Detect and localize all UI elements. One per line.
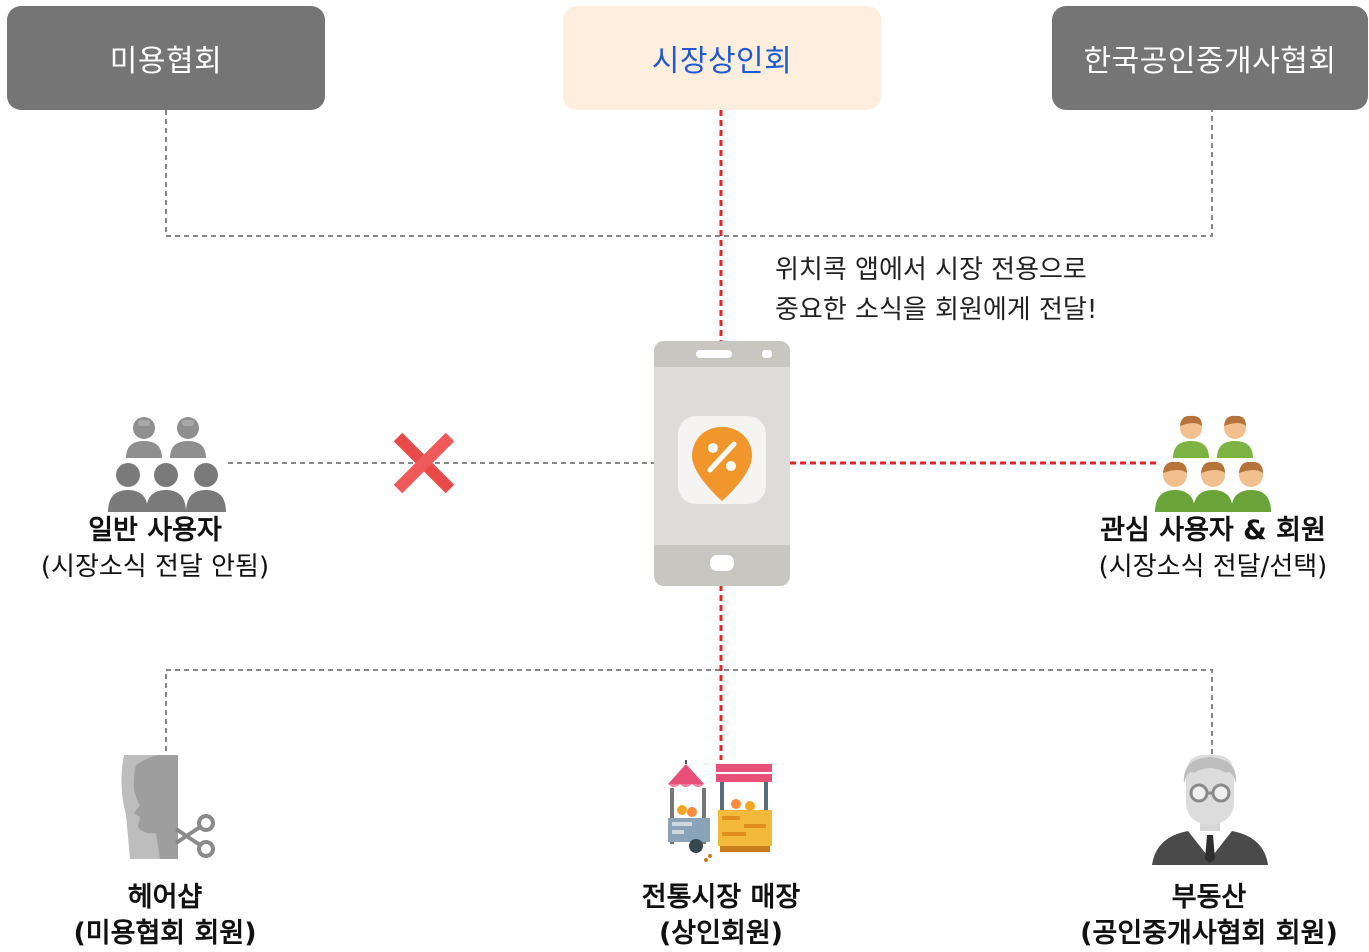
callout-line-2: 중요한 소식을 회원에게 전달! xyxy=(775,295,1098,325)
real-estate-title: 부동산 xyxy=(1171,882,1247,913)
general-users-title: 일반 사용자 xyxy=(88,515,222,546)
real-estate-subtitle: (공인중개사협회 회원) xyxy=(1080,918,1338,949)
top-org-connector xyxy=(165,110,1213,237)
callout-text: 위치콕 앱에서 시장 전용으로 중요한 소식을 회원에게 전달! xyxy=(775,250,1097,330)
interested-users-label: 관심 사용자 & 회원 (시장소식 전달/선택) xyxy=(1058,513,1368,585)
red-x-icon xyxy=(393,432,455,494)
market-association-label: 시장상인회 xyxy=(651,44,793,79)
hair-shop-title: 헤어샵 xyxy=(127,882,203,913)
general-users-subtitle: (시장소식 전달 안됨) xyxy=(40,552,270,582)
interested-users-subtitle: (시장소식 전달/선택) xyxy=(1098,552,1328,582)
hairdresser-scissors-icon xyxy=(121,755,215,859)
hair-shop-label: 헤어샵 (미용협회 회원) xyxy=(0,880,330,952)
realtor-association-box: 한국공인중개사협회 xyxy=(1052,6,1368,110)
market-store-title: 전통시장 매장 xyxy=(641,882,801,913)
market-stall-icon xyxy=(668,760,772,862)
market-store-label: 전통시장 매장 (상인회원) xyxy=(561,880,881,952)
bottom-member-connector xyxy=(165,669,1213,760)
hair-shop-subtitle: (미용협회 회원) xyxy=(73,918,257,949)
callout-line-1: 위치콕 앱에서 시장 전용으로 xyxy=(775,255,1087,285)
beauty-association-box: 미용협회 xyxy=(7,6,325,110)
businessman-glasses-icon xyxy=(1152,755,1268,865)
general-users-label: 일반 사용자 (시장소식 전달 안됨) xyxy=(0,513,310,585)
market-store-subtitle: (상인회원) xyxy=(658,918,784,949)
real-estate-label: 부동산 (공인중개사협회 회원) xyxy=(1049,880,1369,952)
gray-user-group-icon xyxy=(108,417,226,512)
beauty-association-label: 미용협회 xyxy=(109,44,223,79)
market-association-box: 시장상인회 xyxy=(563,6,881,110)
smartphone-icon xyxy=(654,341,790,586)
green-user-group-icon xyxy=(1155,415,1271,512)
realtor-association-label: 한국공인중개사협회 xyxy=(1083,44,1337,79)
interested-users-title: 관심 사용자 & 회원 xyxy=(1100,515,1326,546)
percent-location-pin-icon xyxy=(678,416,766,504)
